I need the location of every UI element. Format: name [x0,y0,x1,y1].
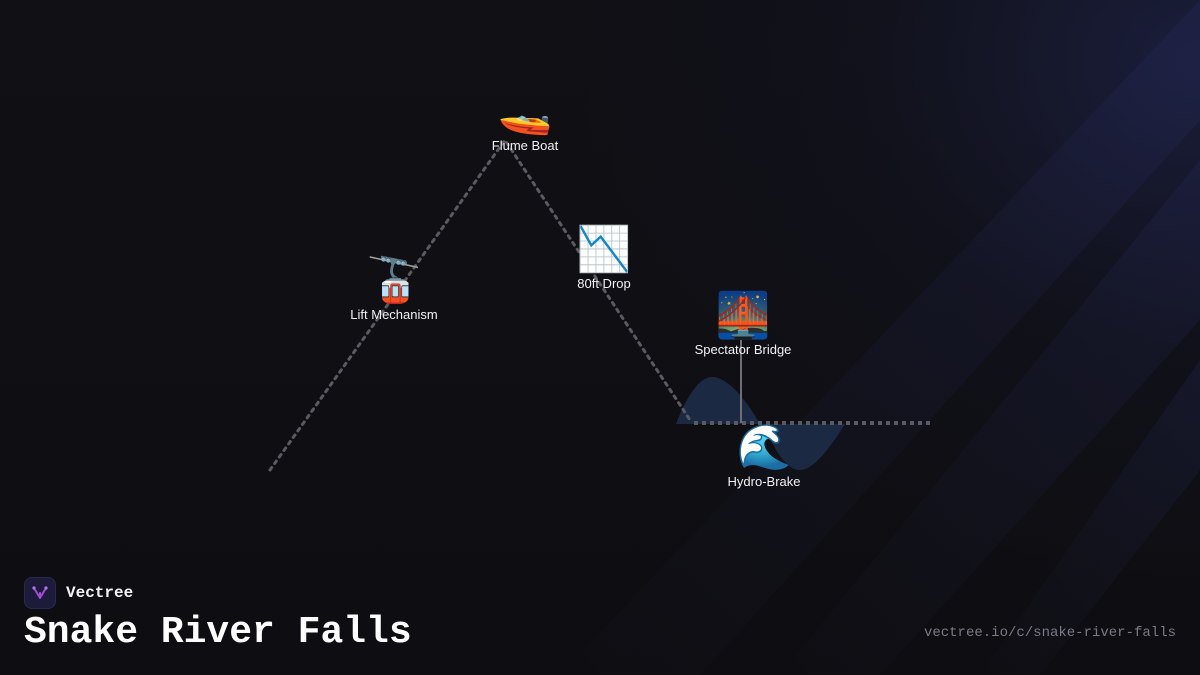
node-flume-boat[interactable]: 🚤 Flume Boat [492,88,558,154]
source-url[interactable]: vectree.io/c/snake-river-falls [923,625,1176,641]
node-label: Hydro-Brake [727,474,801,489]
aerial-tramway-icon: 🚡 [366,255,422,306]
node-label: Lift Mechanism [350,307,438,322]
ride-track-path [268,137,692,472]
brand[interactable]: Vectree [24,577,133,609]
node-80ft-drop[interactable]: 📉 80ft Drop [577,226,632,292]
node-spectator-bridge[interactable]: 🌉 Spectator Bridge [695,292,792,358]
node-label: Flume Boat [491,138,559,153]
boat-icon: 🚤 [497,86,553,137]
water-wave-icon: 🌊 [736,422,792,473]
water-splash-right [762,424,845,471]
chart-decreasing-icon: 📉 [576,224,632,275]
water-splash-left [676,376,760,424]
brand-name: Vectree [66,584,134,602]
bridge-at-night-icon: 🌉 [715,290,771,341]
node-label: 80ft Drop [577,276,631,291]
page-title: Snake River Falls [24,611,412,654]
node-lift-mechanism[interactable]: 🚡 Lift Mechanism [350,257,437,323]
node-label: Spectator Bridge [694,342,792,357]
node-hydro-brake[interactable]: 🌊 Hydro-Brake [728,424,801,490]
vectree-logo-icon [24,577,56,609]
